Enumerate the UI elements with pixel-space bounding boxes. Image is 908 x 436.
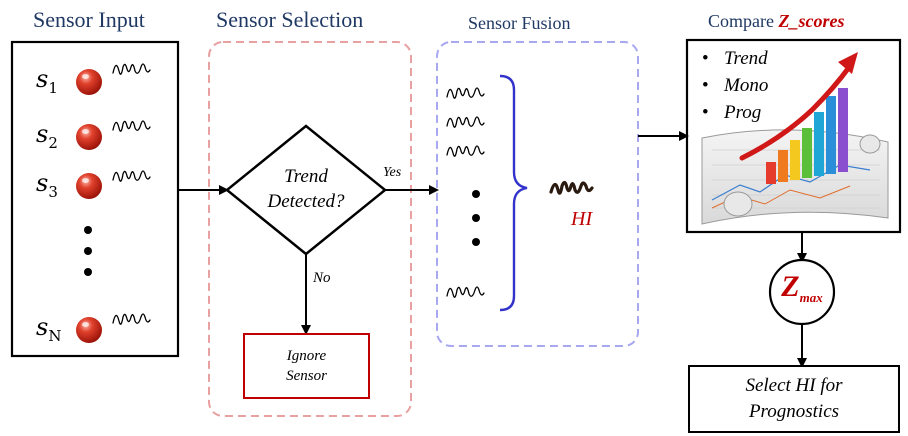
criteria-list: •Trend •Mono •Prog [702,45,768,126]
sensor-3-label: s3 [36,169,58,201]
no-label: No [313,270,331,286]
hi-wave [549,180,594,195]
sensor-selection-box [208,41,412,417]
fusion-wave-1 [446,87,485,99]
sensor-1-label: s1 [36,65,58,97]
zmax-label: Zmax [770,270,834,305]
ignore-sensor-box [243,333,370,399]
sensor-fusion-title: Sensor Fusion [468,13,571,33]
sensor-input-title: Sensor Input [33,7,145,32]
ellipsis-dot [84,268,92,276]
sensor-n-label: sN [36,313,62,345]
sensor-selection-title: Sensor Selection [216,7,364,32]
ignore-line-2: Sensor [286,368,327,384]
sensor-n-wave [112,313,151,325]
fusion-ellipsis-dot [472,190,480,198]
select-hi-line-1: Select HI for [745,375,843,396]
ignore-line-1: Ignore [286,348,327,364]
compare-prefix: Compare [708,11,779,31]
criteria-item: •Prog [702,102,762,123]
compare-zscores-title: Compare Z_scores [708,11,844,32]
fusion-wave-n [446,286,485,298]
sensor-input-box [10,40,180,358]
sensor-2-wave [112,120,151,132]
chart-illustration [701,52,889,225]
sensor-n-icon [76,317,102,343]
zmax-sub: max [799,290,823,305]
fusion-ellipsis-dot [472,238,480,246]
ignore-sensor-label: Ignore Sensor [244,346,369,386]
criteria-item: •Mono [702,75,769,96]
sensor-3-wave [112,170,151,182]
fusion-ellipsis-dot [472,214,480,222]
select-hi-box [688,365,900,433]
select-hi-line-2: Prognostics [748,401,840,422]
hi-label: HI [571,208,593,230]
decision-line-2: Detected? [267,191,345,212]
zmax-main: Z [781,270,800,303]
sensor-2-icon [76,124,102,150]
fusion-wave-2 [446,116,485,128]
sensor-1-icon [76,69,102,95]
fusion-brace [499,74,528,312]
sensor-fusion-box [436,41,639,347]
compare-zscores-term: Z_scores [778,11,845,31]
yes-label: Yes [383,165,402,180]
sensor-1-wave [112,63,151,75]
sensor-3-icon [76,173,102,199]
select-hi-label: Select HI for Prognostics [689,373,899,425]
ellipsis-dot [84,226,92,234]
fusion-wave-3 [446,145,485,157]
sensor-2-label: s2 [36,120,58,152]
decision-label: Trend Detected? [236,164,376,214]
criteria-item: •Trend [702,48,768,69]
decision-line-1: Trend [284,166,328,187]
ellipsis-dot [84,247,92,255]
